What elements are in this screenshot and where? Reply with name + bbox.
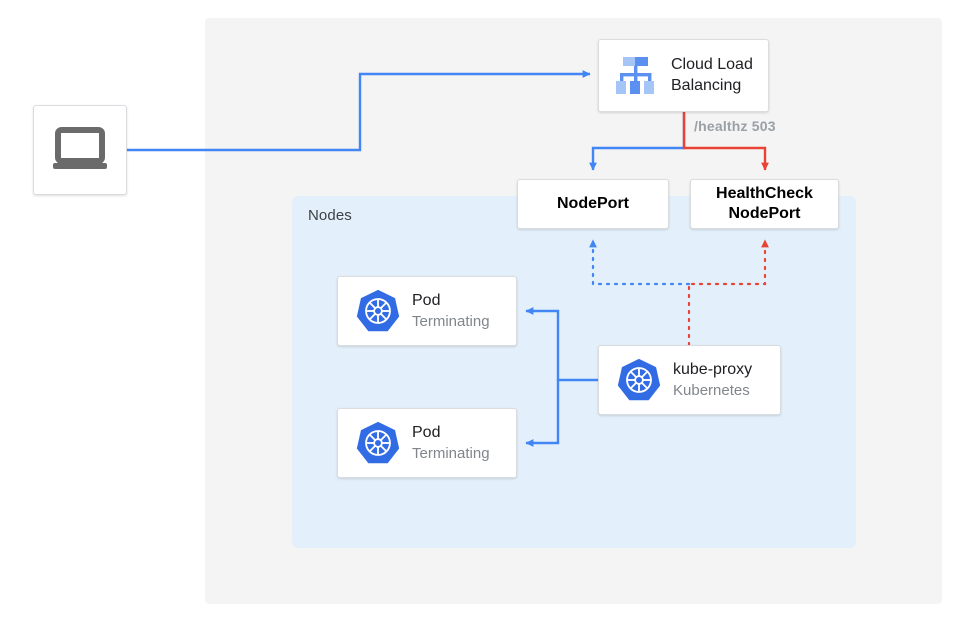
pod-node-1[interactable]: Pod Terminating [337, 276, 517, 346]
cloud-load-balancing-title: Cloud Load [671, 55, 753, 73]
kubernetes-icon [352, 417, 404, 469]
nodeport-node[interactable]: NodePort [517, 179, 669, 229]
kube-proxy-labels: kube-proxy Kubernetes [673, 360, 752, 400]
cloud-load-balancing-labels: Cloud Load Balancing [671, 55, 753, 97]
kube-proxy-subtitle: Kubernetes [673, 381, 750, 399]
kube-proxy-node[interactable]: kube-proxy Kubernetes [598, 345, 781, 415]
pod-1-labels: Pod Terminating [412, 291, 490, 331]
cloud-load-balancing-node[interactable]: Cloud Load Balancing [598, 39, 769, 112]
pod-2-labels: Pod Terminating [412, 423, 490, 463]
pod-node-2[interactable]: Pod Terminating [337, 408, 517, 478]
healthcheck-nodeport-label-line1: HealthCheck [716, 185, 813, 202]
kube-proxy-title: kube-proxy [673, 360, 753, 378]
pod-2-status: Terminating [412, 444, 490, 462]
healthcheck-nodeport-label: HealthCheck NodePort [716, 184, 813, 224]
client-node[interactable] [33, 105, 127, 195]
kubernetes-icon [352, 285, 404, 337]
cloud-load-balancing-icon [611, 51, 661, 101]
cloud-load-balancing-title-line2: Balancing [671, 76, 742, 94]
pod-2-title: Pod [412, 423, 441, 441]
laptop-icon [50, 124, 110, 176]
healthz-edge-label: /healthz 503 [694, 118, 776, 134]
healthcheck-nodeport-label-line2: NodePort [728, 205, 801, 222]
healthcheck-nodeport-node[interactable]: HealthCheck NodePort [690, 179, 839, 229]
pod-1-title: Pod [412, 291, 441, 309]
kubernetes-icon [613, 354, 665, 406]
nodes-panel-label: Nodes [308, 207, 352, 224]
nodeport-label: NodePort [557, 195, 629, 212]
pod-1-status: Terminating [412, 312, 490, 330]
